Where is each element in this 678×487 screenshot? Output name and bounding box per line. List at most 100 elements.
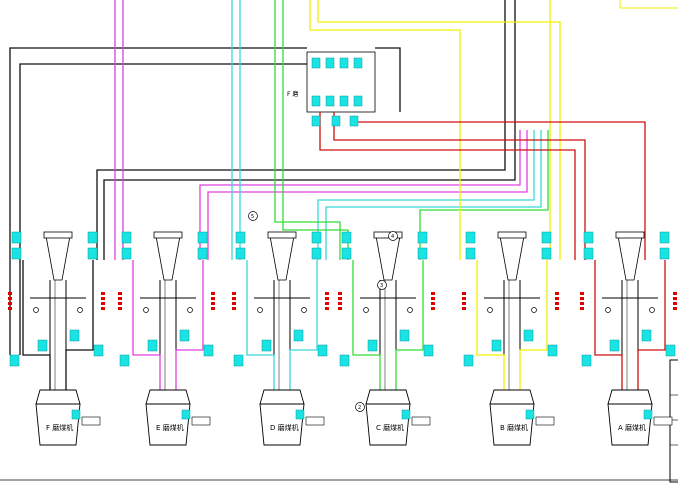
valve-icon <box>143 307 149 313</box>
feed-line <box>65 260 94 390</box>
mill-label: A 磨煤机 <box>618 423 646 432</box>
feed-line <box>22 260 51 390</box>
valve-icon <box>363 307 369 313</box>
valve-mark <box>462 307 466 310</box>
valve-mark <box>101 307 105 310</box>
valve-mark <box>462 297 466 300</box>
classifier-top <box>615 231 645 239</box>
instrument-tag <box>339 354 350 367</box>
instrument-tag <box>423 344 434 357</box>
classifier-cone <box>375 235 401 281</box>
valve-mark <box>101 292 105 295</box>
mill-hood <box>607 389 653 405</box>
valve-mark <box>673 292 677 295</box>
valve-icon <box>649 307 655 313</box>
valve-mark <box>580 307 584 310</box>
callouts: 2 3 4 5 <box>248 211 398 412</box>
feed-line <box>132 260 161 390</box>
callout-4: 5 <box>248 211 258 221</box>
instrument-tag <box>367 339 378 352</box>
feed-line <box>594 260 623 390</box>
valve-mark <box>118 307 122 310</box>
valve-mark <box>555 307 559 310</box>
valve-mark <box>673 297 677 300</box>
instrument-tag <box>261 339 272 352</box>
callout-2: 3 <box>377 280 387 290</box>
classifier-top <box>267 231 297 239</box>
instrument-tag <box>235 231 246 244</box>
mill-label: E 磨煤机 <box>156 423 184 432</box>
nameplate <box>305 416 325 426</box>
valve-mark <box>118 302 122 305</box>
mill-d: D 磨煤机 <box>232 231 329 446</box>
feed-line <box>175 260 204 390</box>
valve-icon <box>531 307 537 313</box>
mill-f: F 磨煤机 <box>8 231 105 446</box>
instrument-tag <box>181 409 191 420</box>
instrument-tag <box>197 231 208 244</box>
classifier-cone <box>269 235 295 281</box>
feed-line <box>352 260 381 390</box>
classifier-cone <box>45 235 71 281</box>
top-box-tags <box>311 57 363 127</box>
instrument-tag <box>417 231 428 244</box>
valve-mark <box>8 307 12 310</box>
valve-mark <box>555 292 559 295</box>
valve-mark <box>232 297 236 300</box>
callout-1: 2 <box>355 402 365 412</box>
instrument-tag <box>317 344 328 357</box>
mill-e: E 磨煤机 <box>118 231 215 446</box>
instrument-tag <box>643 409 653 420</box>
instrument-tag <box>293 329 304 342</box>
nameplate <box>191 416 211 426</box>
classifier-top <box>497 231 527 239</box>
instrument-tag <box>609 339 620 352</box>
mill-label: B 磨煤机 <box>500 423 528 432</box>
valve-mark <box>101 297 105 300</box>
instrument-tag <box>541 247 552 260</box>
valve-mark <box>338 297 342 300</box>
feed-line <box>289 260 318 390</box>
classifier-cone <box>155 235 181 281</box>
mill-body <box>145 403 191 446</box>
instrument-tag <box>417 247 428 260</box>
valve-mark <box>580 302 584 305</box>
valve-mark <box>325 302 329 305</box>
classifier-top <box>153 231 183 239</box>
instrument-tag <box>121 247 132 260</box>
instrument-tag <box>465 231 476 244</box>
instrument-tag <box>399 329 410 342</box>
nameplate <box>653 416 673 426</box>
nameplate <box>81 416 101 426</box>
mill-hood <box>35 389 81 405</box>
drawing-frame <box>0 359 678 483</box>
valve-mark <box>211 302 215 305</box>
valve-mark <box>673 302 677 305</box>
feed-line <box>476 260 505 390</box>
instrument-tag <box>523 329 534 342</box>
valve-mark <box>325 307 329 310</box>
valve-icon <box>77 307 83 313</box>
svg-text:4: 4 <box>391 234 394 240</box>
valve-mark <box>325 297 329 300</box>
instrument-tag <box>233 354 244 367</box>
instrument-tag <box>87 247 98 260</box>
mill-body <box>365 403 411 446</box>
valve-icon <box>257 307 263 313</box>
instrument-tag <box>401 409 411 420</box>
instrument-tag <box>525 409 535 420</box>
instrument-tag <box>659 247 670 260</box>
instrument-tag <box>71 409 81 420</box>
valve-mark <box>211 297 215 300</box>
instrument-tag <box>641 329 652 342</box>
classifier-top <box>43 231 73 239</box>
instrument-tag <box>341 247 352 260</box>
instrument-tag <box>69 329 80 342</box>
instrument-tag <box>311 247 322 260</box>
valve-mark <box>118 297 122 300</box>
instrument-tag <box>583 247 594 260</box>
feed-line <box>519 260 548 390</box>
instrument-tag <box>491 339 502 352</box>
